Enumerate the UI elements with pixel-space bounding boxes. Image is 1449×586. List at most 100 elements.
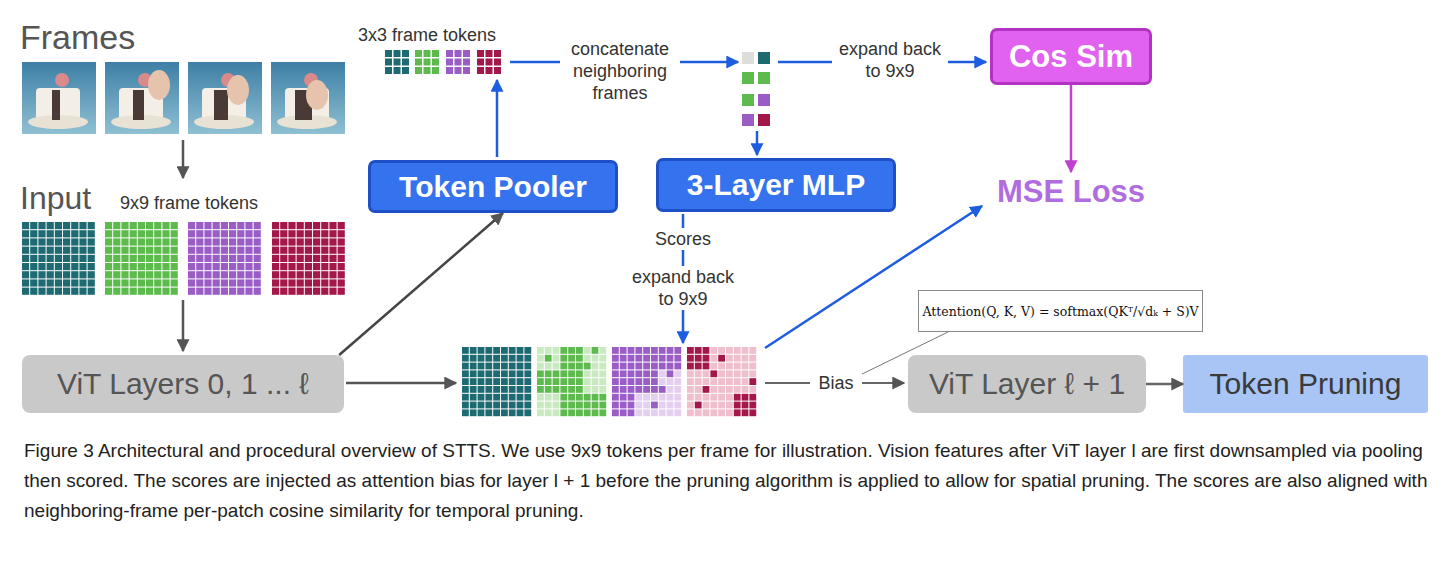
token-cell	[204, 271, 211, 278]
token-cell	[313, 288, 320, 295]
token-cell	[196, 230, 203, 237]
token-cell	[659, 386, 666, 393]
token-cell	[703, 370, 710, 377]
token-cell	[38, 230, 45, 237]
token-cell	[38, 222, 45, 229]
token-cell	[424, 59, 431, 66]
token-cell	[592, 347, 599, 354]
token-cell	[545, 394, 552, 401]
token-cell	[568, 370, 575, 377]
hand-shape	[227, 75, 249, 105]
token-cell	[726, 378, 733, 385]
token-cell	[537, 347, 544, 354]
token-cell	[568, 355, 575, 362]
token-cell	[213, 255, 220, 262]
token-cell	[402, 59, 409, 66]
token-cell	[517, 347, 524, 354]
token-cell	[710, 386, 717, 393]
token-cell	[635, 378, 642, 385]
token-cell	[545, 347, 552, 354]
token-cell	[272, 222, 279, 229]
token-cell	[113, 247, 120, 254]
token-cell	[493, 347, 500, 354]
token-cell	[612, 402, 619, 409]
token-cell	[545, 409, 552, 416]
token-cell	[524, 378, 531, 385]
token-cell	[71, 279, 78, 286]
token-cell	[105, 230, 112, 237]
token-cell	[63, 222, 70, 229]
token-cell	[254, 222, 261, 229]
token-cell	[470, 370, 477, 377]
token-cell	[130, 255, 137, 262]
token-cell	[710, 347, 717, 354]
token-cell	[338, 271, 345, 278]
token-cell	[455, 67, 462, 74]
token-cell	[188, 238, 195, 245]
token-cell	[79, 238, 86, 245]
token-cell	[667, 394, 674, 401]
token-cell	[659, 402, 666, 409]
token-cell	[154, 230, 161, 237]
label-text: Frames	[20, 18, 135, 56]
token-cell	[196, 247, 203, 254]
token-cell	[718, 386, 725, 393]
token-cell	[385, 59, 392, 66]
token-cell	[620, 402, 627, 409]
token-cell	[88, 222, 95, 229]
token-cell	[329, 230, 336, 237]
token-cell	[424, 50, 431, 57]
token-cell	[313, 230, 320, 237]
token-cell	[537, 378, 544, 385]
token-cell	[171, 238, 178, 245]
token-cell	[305, 279, 312, 286]
token-cell	[415, 67, 422, 74]
token-cell	[130, 230, 137, 237]
token-cell	[612, 363, 619, 370]
token-cell	[462, 355, 469, 362]
token-cell	[432, 67, 439, 74]
token-cell	[297, 222, 304, 229]
token-cell	[612, 394, 619, 401]
token-cell	[79, 222, 86, 229]
token-grid	[105, 222, 178, 295]
token-cell	[196, 263, 203, 270]
token-cell	[338, 279, 345, 286]
similarity-box: Cos Sim	[990, 28, 1152, 85]
token-cell	[592, 370, 599, 377]
token-cell	[213, 247, 220, 254]
token-cell	[485, 394, 492, 401]
token-cell	[726, 370, 733, 377]
token-cell	[553, 347, 560, 354]
token-cell	[204, 238, 211, 245]
token-cell	[30, 255, 37, 262]
token-cell	[576, 409, 583, 416]
video-frame	[271, 62, 345, 134]
token-cell	[524, 402, 531, 409]
token-cell	[501, 370, 508, 377]
token-cell	[146, 238, 153, 245]
token-cell	[568, 394, 575, 401]
token-cell	[599, 394, 606, 401]
token-cell	[493, 409, 500, 416]
token-cell	[726, 347, 733, 354]
token-cell	[204, 263, 211, 270]
token-cell	[272, 247, 279, 254]
token-cell	[71, 288, 78, 295]
token-cell	[280, 230, 287, 237]
token-cell	[121, 255, 128, 262]
token-cell	[321, 279, 328, 286]
token-cell	[742, 370, 749, 377]
hand-shape	[306, 80, 328, 110]
token-cell	[635, 363, 642, 370]
token-cell	[524, 347, 531, 354]
token-cell	[553, 370, 560, 377]
token-cell	[79, 279, 86, 286]
token-cell	[509, 386, 516, 393]
token-cell	[237, 279, 244, 286]
token-cell	[703, 386, 710, 393]
token-cell	[154, 263, 161, 270]
token-cell	[695, 378, 702, 385]
token-cell	[749, 370, 756, 377]
